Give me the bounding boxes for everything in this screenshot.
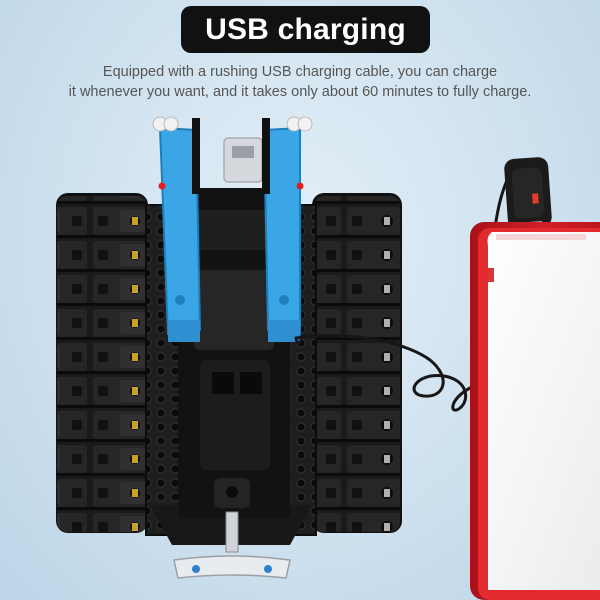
feature-description: Equipped with a rushing USB charging cab… — [20, 62, 580, 102]
description-line-1: Equipped with a rushing USB charging cab… — [102, 64, 498, 80]
left-track — [56, 193, 148, 533]
chassis — [145, 188, 317, 545]
page-title: USB charging — [181, 6, 430, 53]
power-bank — [470, 222, 600, 600]
top-mechanism — [152, 116, 313, 194]
blue-arms — [158, 126, 301, 342]
description-line-2: it whenever you want, and it takes only … — [68, 84, 532, 100]
front-bumper — [173, 511, 291, 579]
right-track — [312, 193, 402, 533]
